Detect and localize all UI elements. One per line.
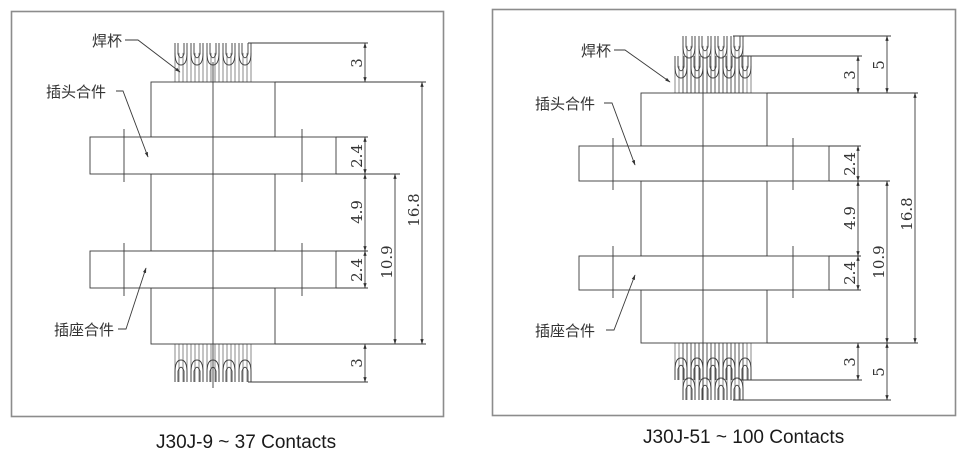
dim-flange-top: 2.4 [841, 152, 859, 176]
solder-cups-top [674, 36, 752, 93]
solder-cup [238, 43, 252, 66]
dim-inner-height: 10.9 [870, 245, 888, 278]
label-socket-assembly: 插座合件 [535, 322, 595, 340]
solder-cup [730, 377, 744, 400]
label-solder-cup: 焊杯 [92, 32, 122, 50]
solder-cup [174, 359, 188, 382]
solder-cup [682, 36, 696, 59]
solder-cups-bottom [174, 344, 252, 382]
plug-body [640, 92, 768, 147]
caption-left: J30J-9 ~ 37 Contacts [156, 432, 337, 453]
label-socket-assembly: 插座合件 [54, 321, 114, 339]
solder-cup [738, 56, 752, 79]
dim-flange-bottom: 2.4 [841, 261, 859, 285]
dim-cup-top: 3 [348, 58, 366, 68]
solder-cup [682, 377, 696, 400]
drawing-frame [491, 8, 957, 417]
dim-gap: 4.9 [841, 206, 859, 230]
solder-cup [714, 377, 728, 400]
solder-cup [714, 36, 728, 59]
dim-total-height: 16.8 [405, 193, 423, 226]
top-flange [578, 145, 830, 182]
solder-cup [206, 43, 220, 66]
solder-cup [222, 359, 236, 382]
label-plug-assembly: 插头合件 [46, 83, 106, 101]
solder-cup [730, 36, 744, 59]
dim-total-height: 16.8 [898, 197, 916, 230]
solder-cup [706, 357, 720, 380]
solder-cup [222, 43, 236, 66]
solder-cup [238, 359, 252, 382]
dim-cup-bottom: 3 [348, 358, 366, 368]
solder-cup [722, 357, 736, 380]
solder-cup [690, 56, 704, 79]
dim-flange-bottom: 2.4 [348, 258, 366, 282]
dim-cup-top: 3 [841, 70, 859, 80]
solder-cup [738, 357, 752, 380]
middle-body [640, 180, 768, 257]
dim-cup-bottom: 3 [841, 357, 859, 367]
socket-body [640, 289, 768, 344]
dim-inner-height: 10.9 [378, 245, 396, 278]
solder-cup [690, 357, 704, 380]
bottom-flange [578, 255, 830, 291]
solder-cups-bottom [674, 343, 752, 400]
caption-right: J30J-51 ~ 100 Contacts [643, 427, 845, 448]
solder-cup [174, 43, 188, 66]
solder-cup [674, 357, 688, 380]
solder-cups-top [174, 43, 252, 82]
solder-cup [674, 56, 688, 79]
label-plug-assembly: 插头合件 [535, 95, 595, 113]
solder-cup [722, 56, 736, 79]
dim-cup-bottom-outer: 5 [870, 367, 888, 377]
dim-cup-top-outer: 5 [870, 60, 888, 70]
solder-cup [190, 43, 204, 66]
dim-gap: 4.9 [348, 200, 366, 224]
solder-cup [698, 377, 712, 400]
drawing-frame [10, 10, 445, 418]
solder-cup [706, 56, 720, 79]
drawing-left [10, 10, 445, 418]
drawing-right [491, 8, 957, 417]
solder-cup [698, 36, 712, 59]
solder-cup [190, 359, 204, 382]
label-solder-cup: 焊杯 [581, 42, 611, 60]
dim-flange-top: 2.4 [348, 144, 366, 168]
